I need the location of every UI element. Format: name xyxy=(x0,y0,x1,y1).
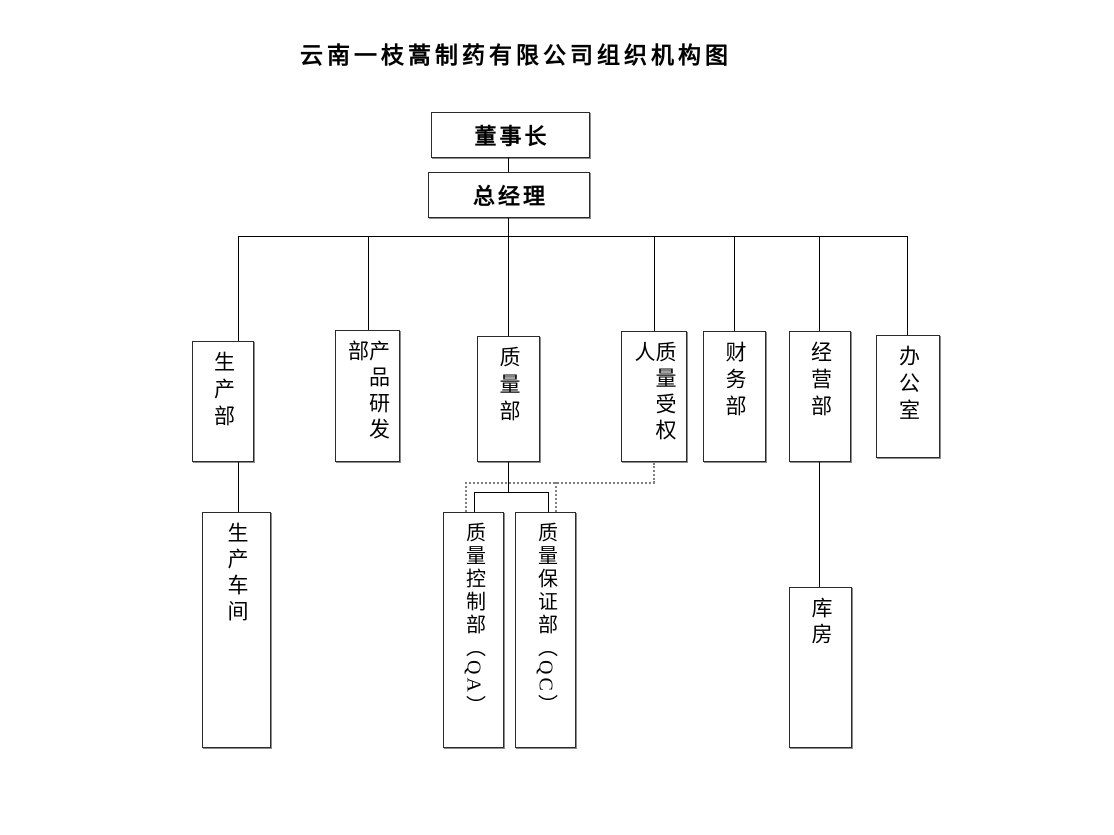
connector-production-workshop xyxy=(238,462,239,512)
node-office: 办公室 xyxy=(876,335,940,458)
node-general-manager: 总经理 xyxy=(428,172,590,218)
node-quality-dept-label: 质量部 xyxy=(497,346,521,427)
node-quality-authorized-person-label: 质量受权人 xyxy=(632,341,677,445)
node-product-rd-dept: 产品研发部 xyxy=(335,330,400,462)
node-production-dept-label: 生产部 xyxy=(211,351,236,432)
dotted-connector-horizontal xyxy=(465,482,655,484)
node-finance-dept-label: 财务部 xyxy=(723,341,747,422)
node-quality-control-dept: 质量控制部（QA） xyxy=(443,512,504,748)
dotted-connector-to-qc xyxy=(555,482,557,512)
node-production-dept: 生产部 xyxy=(192,341,254,462)
node-production-workshop: 生产车间 xyxy=(202,512,271,748)
dotted-connector-to-qa xyxy=(465,482,467,512)
connector-bus-product-rd xyxy=(368,236,369,330)
node-quality-assurance-dept: 质量保证部（QC） xyxy=(515,512,576,748)
connector-quality-qa xyxy=(474,492,475,512)
connector-bus xyxy=(238,236,908,237)
connector-gm-bus xyxy=(508,218,509,236)
connector-bus-quality xyxy=(508,236,509,336)
node-general-manager-label: 总经理 xyxy=(472,184,548,209)
node-chairman-label: 董事长 xyxy=(474,124,550,149)
connector-quality-qc xyxy=(548,492,549,512)
node-warehouse-label: 库房 xyxy=(809,597,833,649)
node-office-label: 办公室 xyxy=(896,345,921,426)
connector-bus-quality-authorized xyxy=(654,236,655,331)
node-product-rd-dept-label: 产品研发部 xyxy=(345,340,391,444)
node-quality-control-dept-label: 质量控制部（QA） xyxy=(462,522,485,718)
node-finance-dept: 财务部 xyxy=(703,331,766,462)
node-warehouse: 库房 xyxy=(789,587,852,748)
connector-bus-operations xyxy=(819,236,820,331)
connector-chairman-gm xyxy=(508,158,509,172)
connector-operations-warehouse xyxy=(819,462,820,587)
connector-bus-production xyxy=(238,236,239,341)
node-chairman: 董事长 xyxy=(431,112,590,158)
dotted-connector-qap-down xyxy=(653,463,655,483)
node-operations-dept-label: 经营部 xyxy=(808,341,833,422)
connector-bus-finance xyxy=(734,236,735,331)
connector-quality-trunk xyxy=(508,462,509,492)
node-quality-dept: 质量部 xyxy=(477,336,540,462)
node-operations-dept: 经营部 xyxy=(789,331,851,462)
chart-title: 云南一枝蒿制药有限公司组织机构图 xyxy=(300,42,732,68)
node-quality-authorized-person: 质量受权人 xyxy=(621,331,687,462)
node-quality-assurance-dept-label: 质量保证部（QC） xyxy=(534,522,557,717)
node-production-workshop-label: 生产车间 xyxy=(225,522,249,626)
connector-bus-office xyxy=(907,236,908,335)
connector-quality-elbow xyxy=(474,492,548,493)
